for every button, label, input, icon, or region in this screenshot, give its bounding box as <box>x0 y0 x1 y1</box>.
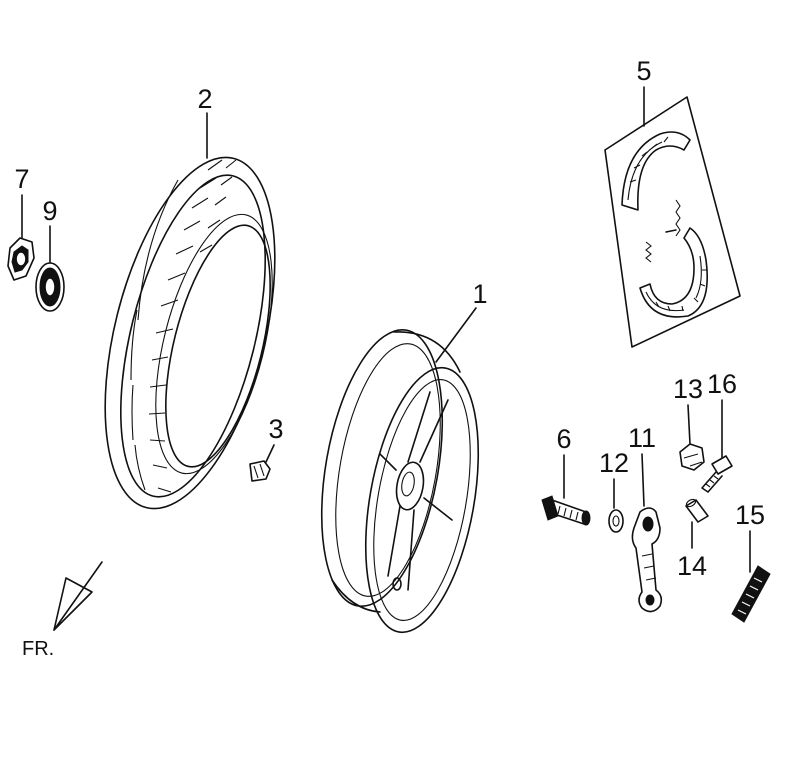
nut-part-12 <box>35 262 65 312</box>
bolt-part-16 <box>701 455 733 493</box>
leader-line-1 <box>435 307 477 363</box>
callout-label-7: 6 <box>556 424 571 454</box>
nut-part-11 <box>7 237 35 281</box>
leader-line-3 <box>265 444 275 463</box>
spring-part-9 <box>731 565 771 623</box>
tire-part-2 <box>104 156 276 510</box>
callout-label-2: 2 <box>197 84 212 114</box>
brake-shoes-part-5 <box>604 96 741 348</box>
callout-label-11: 7 <box>14 164 29 194</box>
callout-label-1: 1 <box>472 279 487 309</box>
leader-line-6 <box>641 453 645 507</box>
pin-part-15 <box>685 498 709 523</box>
callout-label-12: 9 <box>42 196 57 226</box>
callout-label-15: 14 <box>677 551 707 581</box>
callout-label-5: 5 <box>636 56 651 86</box>
rim-part-1 <box>320 328 480 634</box>
brake-arm-part-6 <box>631 507 663 613</box>
callout-label-9: 15 <box>735 500 765 530</box>
front-direction-label: FR. <box>22 638 54 660</box>
cam-bolt-part-7 <box>541 495 591 526</box>
callout-label-16: 16 <box>707 369 737 399</box>
valve-part-3 <box>249 460 271 482</box>
tire-tread <box>130 159 237 493</box>
nut-part-14 <box>679 443 705 471</box>
callout-label-3: 3 <box>268 414 283 444</box>
washer-part-13 <box>608 509 624 533</box>
callout-label-13: 12 <box>599 448 629 478</box>
callout-label-6: 11 <box>628 423 656 453</box>
front-direction-arrow <box>53 561 103 631</box>
leader-line-14 <box>687 404 691 445</box>
callout-label-14: 13 <box>673 374 703 404</box>
